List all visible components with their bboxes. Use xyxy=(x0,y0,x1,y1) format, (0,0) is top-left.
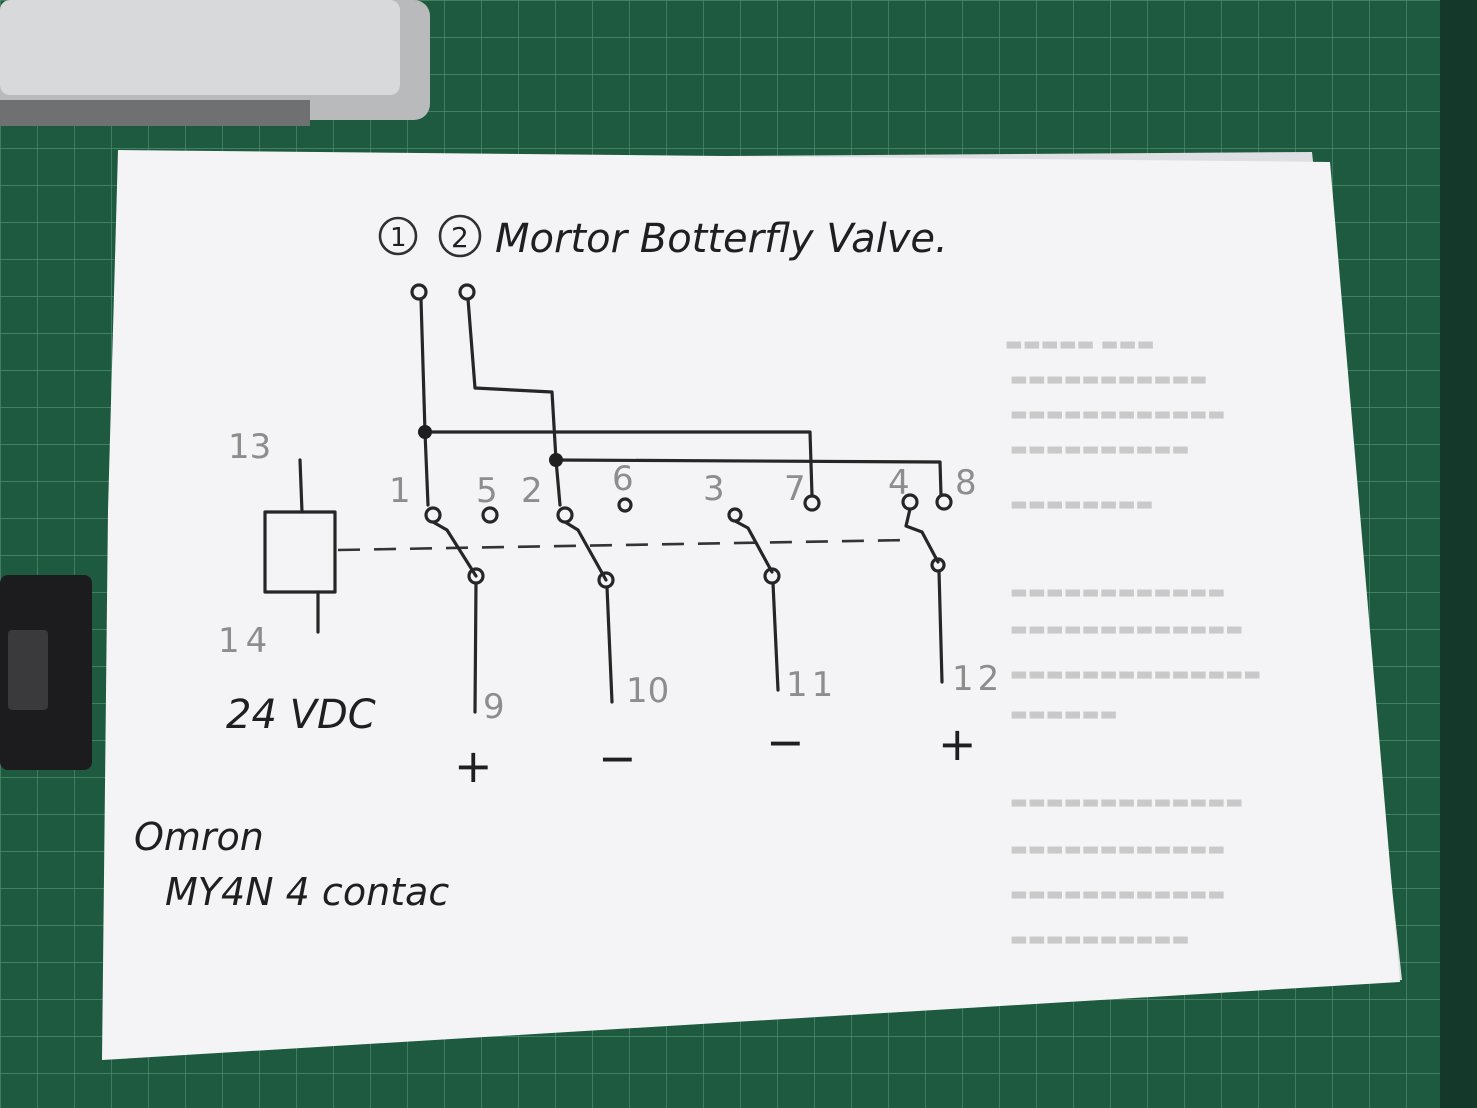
svg-text:▬▬▬▬▬▬: ▬▬▬▬▬▬ xyxy=(1010,703,1118,725)
contact-set-1 xyxy=(424,506,499,714)
polarity-output-12: + xyxy=(938,717,977,771)
switch-blade xyxy=(563,520,608,582)
svg-text:▬▬▬▬▬▬▬▬▬▬▬▬▬: ▬▬▬▬▬▬▬▬▬▬▬▬▬ xyxy=(1010,618,1243,640)
no-terminal xyxy=(935,493,953,511)
svg-text:▬▬▬▬▬▬▬▬▬▬: ▬▬▬▬▬▬▬▬▬▬ xyxy=(1010,928,1190,950)
motor-wiring xyxy=(410,283,943,507)
marker-1-label: 1 xyxy=(390,223,407,253)
bus-line-1 xyxy=(423,430,814,497)
marker-2-label: 2 xyxy=(451,221,469,254)
no-terminal xyxy=(617,497,633,513)
svg-text:▬▬▬▬▬▬▬▬▬▬▬▬▬▬: ▬▬▬▬▬▬▬▬▬▬▬▬▬▬ xyxy=(1010,663,1261,685)
polarity-output-9: + xyxy=(454,739,493,793)
polarity-output-11: − xyxy=(766,715,805,769)
pin-label-nc-7: 7 xyxy=(784,469,806,509)
output-wire xyxy=(473,581,478,714)
pin-label-common-4: 4 xyxy=(888,463,910,503)
pin-label-output-10: 10 xyxy=(626,671,669,711)
svg-text:▬▬▬▬▬▬▬▬▬▬▬▬▬: ▬▬▬▬▬▬▬▬▬▬▬▬▬ xyxy=(1010,791,1243,813)
diagram-title: Mortor Botterfly Valve. xyxy=(495,216,948,262)
junction-1 xyxy=(418,425,432,439)
bleed-through-text: ▬▬▬▬▬ ▬▬▬ ▬▬▬▬▬▬▬▬▬▬▬ ▬▬▬▬▬▬▬▬▬▬▬▬ ▬▬▬▬▬… xyxy=(1005,333,1261,950)
svg-text:▬▬▬▬▬▬▬▬: ▬▬▬▬▬▬▬▬ xyxy=(1010,493,1154,515)
model-label: MY4N 4 contac xyxy=(165,870,449,914)
motor-terminal-1 xyxy=(410,283,428,301)
svg-text:▬▬▬▬▬▬▬▬▬▬: ▬▬▬▬▬▬▬▬▬▬ xyxy=(1010,438,1190,460)
device-corner xyxy=(0,0,430,126)
svg-text:▬▬▬▬▬▬▬▬▬▬▬▬: ▬▬▬▬▬▬▬▬▬▬▬▬ xyxy=(1010,581,1225,603)
pin-label-nc-5: 5 xyxy=(476,471,498,511)
pin-label-nc-6: 6 xyxy=(612,459,634,499)
wire-motor-2 xyxy=(466,297,562,507)
svg-text:▬▬▬▬▬▬▬▬▬▬▬▬: ▬▬▬▬▬▬▬▬▬▬▬▬ xyxy=(1010,883,1225,905)
pin-label-output-12: 12 xyxy=(952,659,1003,699)
svg-text:▬▬▬▬▬▬▬▬▬▬▬: ▬▬▬▬▬▬▬▬▬▬▬ xyxy=(1010,368,1207,390)
output-wire xyxy=(605,585,614,704)
black-connector xyxy=(0,575,92,770)
svg-text:▬▬▬▬▬ ▬▬▬: ▬▬▬▬▬ ▬▬▬ xyxy=(1005,333,1155,355)
pin-label-common-2: 2 xyxy=(521,471,543,511)
pin-label-output-11: 11 xyxy=(786,665,837,705)
mechanical-linkage xyxy=(337,538,911,552)
brand-label: Omron xyxy=(134,815,264,859)
switch-blade xyxy=(904,507,940,564)
pin-label-common-1: 1 xyxy=(389,471,411,511)
coil-voltage-label: 24 VDC xyxy=(226,692,376,738)
coil-terminal-top: 13 xyxy=(228,427,271,467)
title-block: 1 2 Mortor Botterfly Valve. xyxy=(378,214,948,262)
contact-set-4 xyxy=(901,493,953,684)
output-wire xyxy=(771,581,780,692)
paper-sheet xyxy=(102,150,1400,1060)
coil-body xyxy=(263,510,337,594)
output-wire xyxy=(937,569,944,684)
relay-coil: 13 14 24 VDC xyxy=(218,427,376,738)
contact-set-2 xyxy=(556,497,633,704)
marker-2-circle xyxy=(438,214,482,258)
no-terminal xyxy=(803,494,821,512)
coil-lead-top xyxy=(298,458,304,514)
contact-set-3 xyxy=(727,494,821,692)
mat-edge-shadow xyxy=(1440,0,1477,1108)
svg-text:▬▬▬▬▬▬▬▬▬▬▬▬: ▬▬▬▬▬▬▬▬▬▬▬▬ xyxy=(1010,403,1225,425)
junction-2 xyxy=(549,453,563,467)
switch-blade xyxy=(733,519,774,574)
pin-label-output-9: 9 xyxy=(483,687,505,727)
pin-label-common-3: 3 xyxy=(703,469,725,509)
marker-1-circle xyxy=(378,216,418,256)
no-terminal xyxy=(481,506,499,524)
polarity-output-10: − xyxy=(598,731,637,785)
bus-line-2 xyxy=(554,458,943,497)
svg-text:▬▬▬▬▬▬▬▬▬▬▬▬: ▬▬▬▬▬▬▬▬▬▬▬▬ xyxy=(1010,838,1225,860)
pin-label-nc-8: 8 xyxy=(955,463,977,503)
switch-blade xyxy=(431,520,478,578)
coil-terminal-bottom: 14 xyxy=(218,621,273,661)
